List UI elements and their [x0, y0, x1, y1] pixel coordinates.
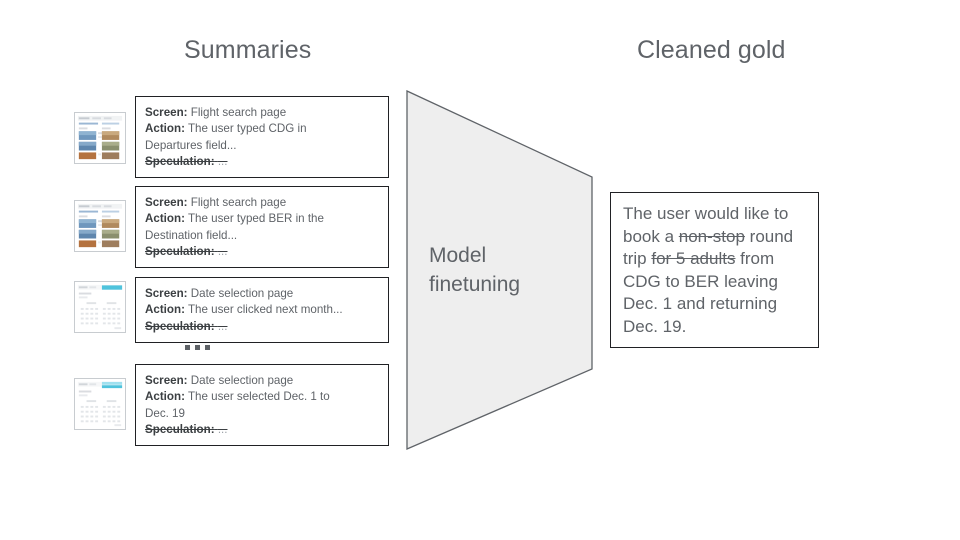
screen-label: Screen:: [145, 374, 188, 387]
screen-value: Flight search page: [190, 106, 287, 119]
funnel-label: Model finetuning: [429, 241, 549, 299]
screen-label: Screen:: [145, 196, 188, 209]
screen-value: Flight search page: [190, 196, 287, 209]
date-selection-page-thumbnail: [74, 281, 126, 333]
funnel-label-line2: finetuning: [429, 273, 521, 296]
screen-value: Date selection page: [190, 374, 294, 387]
summaries-column-title: Summaries: [184, 36, 312, 64]
summary-card[interactable]: Screen: Date selection page Action: The …: [135, 277, 389, 343]
card-speculation-line: Speculation: ...: [145, 154, 379, 170]
speculation-value: ...: [217, 422, 228, 436]
card-screen-line: Screen: Date selection page: [145, 286, 379, 302]
speculation-value: ...: [217, 154, 228, 168]
speculation-value: ...: [217, 244, 228, 258]
summary-card[interactable]: Screen: Flight search page Action: The u…: [135, 186, 389, 269]
card-action-continuation: Dec. 19: [145, 406, 185, 420]
funnel-label-line1: Model: [429, 244, 487, 267]
card-screen-line: Screen: Flight search page: [145, 195, 379, 211]
date-selection-page-thumbnail: [74, 378, 126, 430]
cleaned-gold-text: The user would like to book a non-stop r…: [623, 203, 806, 338]
funnel-shape: [406, 89, 593, 450]
card-action-continuation: Departures field...: [145, 138, 237, 152]
gold-segment-2: round trip: [623, 226, 794, 269]
ellipsis-dot: [205, 345, 210, 350]
speculation-label: Speculation:: [145, 319, 215, 333]
card-speculation-line: Speculation: ...: [145, 422, 379, 438]
screen-value: Date selection page: [190, 287, 294, 300]
summary-row: Screen: Date selection page Action: The …: [74, 277, 390, 343]
ellipsis-separator: [185, 345, 210, 350]
flight-search-page-thumbnail: [74, 112, 126, 164]
action-value: The user selected Dec. 1 to: [187, 390, 330, 404]
card-speculation-line: Speculation: ...: [145, 244, 379, 260]
action-label: Action:: [145, 122, 185, 136]
screen-label: Screen:: [145, 106, 188, 119]
card-action-line: Action: The user typed CDG in: [145, 121, 379, 137]
speculation-value: ...: [217, 319, 228, 333]
action-value: The user typed CDG in: [187, 122, 307, 136]
action-label: Action:: [145, 303, 185, 317]
card-action-line: Action: The user selected Dec. 1 to: [145, 389, 379, 405]
summary-card[interactable]: Screen: Date selection page Action: The …: [135, 364, 389, 447]
speculation-label: Speculation:: [145, 154, 215, 168]
ellipsis-dot: [195, 345, 200, 350]
summary-row: Screen: Flight search page Action: The u…: [74, 96, 390, 179]
action-value: The user clicked next month...: [187, 303, 343, 317]
summary-row: Screen: Flight search page Action: The u…: [74, 186, 390, 269]
card-action-continuation: Destination field...: [145, 228, 238, 242]
card-action-line: Action: The user typed BER in the: [145, 211, 379, 227]
speculation-label: Speculation:: [145, 244, 215, 258]
cleaned-gold-column-title: Cleaned gold: [637, 36, 786, 64]
model-finetuning-funnel: Model finetuning: [400, 84, 600, 456]
flight-search-page-thumbnail: [74, 200, 126, 252]
card-screen-line: Screen: Flight search page: [145, 105, 379, 121]
card-speculation-line: Speculation: ...: [145, 319, 379, 335]
summary-row: Screen: Date selection page Action: The …: [74, 364, 390, 447]
speculation-label: Speculation:: [145, 422, 215, 436]
gold-strikethrough-non-stop: non-stop: [678, 226, 745, 246]
action-value: The user typed BER in the: [187, 212, 324, 226]
summary-card[interactable]: Screen: Flight search page Action: The u…: [135, 96, 389, 179]
cleaned-gold-box[interactable]: The user would like to book a non-stop r…: [610, 192, 819, 348]
action-label: Action:: [145, 390, 185, 404]
gold-segment-3: from CDG to BER leaving Dec. 1 and retur…: [623, 249, 778, 336]
gold-strikethrough-for-5-adults: for 5 adults: [651, 249, 736, 268]
action-label: Action:: [145, 212, 185, 226]
card-action-line: Action: The user clicked next month...: [145, 302, 379, 318]
gold-segment-1: The user would like to book a: [623, 204, 789, 246]
card-screen-line: Screen: Date selection page: [145, 373, 379, 389]
screen-label: Screen:: [145, 287, 188, 300]
ellipsis-dot: [185, 345, 190, 350]
